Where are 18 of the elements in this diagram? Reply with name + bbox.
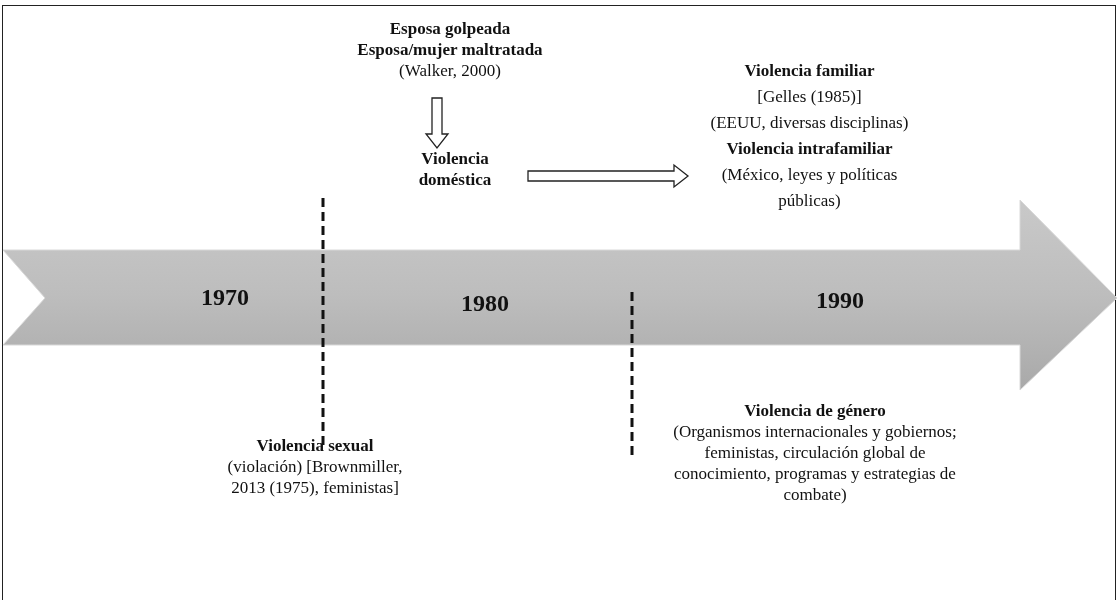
term-label: Violencia de género	[743, 400, 887, 421]
source-note: [Gelles (1985)]	[756, 86, 863, 108]
source-note: (Walker, 2000)	[398, 60, 502, 81]
term-label: Esposa/mujer maltratada	[356, 39, 544, 60]
source-note: (EEUU, diversas disciplinas)	[709, 112, 910, 134]
term-label: Violencia familiar	[743, 60, 876, 82]
term-label: Violencia doméstica	[417, 148, 493, 190]
source-note: (México, leyes y políticas públicas)	[720, 164, 899, 212]
year-label: 1980	[461, 290, 509, 317]
term-label: Violencia sexual	[255, 435, 375, 456]
term-label: Violencia intrafamiliar	[725, 138, 894, 160]
year-label: 1970	[201, 284, 249, 311]
term-label: Esposa golpeada	[388, 18, 512, 39]
hollow-arrow	[424, 97, 450, 150]
source-note: (violación) [Brownmiller, 2013 (1975), feministas]	[226, 456, 404, 498]
hollow-arrow	[527, 163, 690, 189]
source-note: (Organismos internacionales y gobiernos; feministas, circulación global de conocimiento, programas y estrategias de combate)	[672, 421, 958, 505]
year-label: 1990	[816, 287, 864, 314]
